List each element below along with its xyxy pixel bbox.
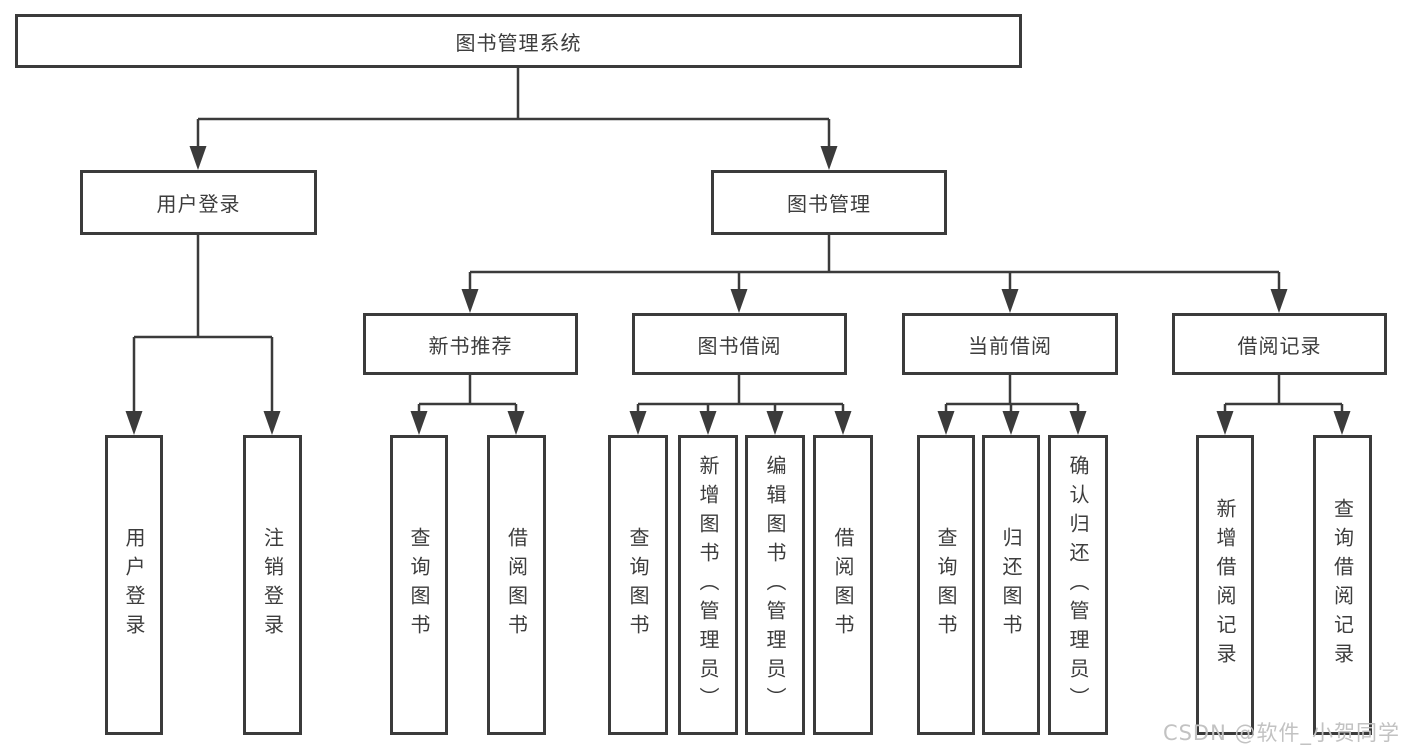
leaf-label: 编辑图书（管理员） [763,454,787,716]
leaf-label: 借阅图书 [831,527,855,643]
leaf-user-login: 用户登录 [105,435,163,735]
node-label: 新书推荐 [428,333,513,358]
leaf-query-books-recommend: 查询图书 [390,435,448,735]
leaf-label: 确认归还（管理员） [1066,454,1090,716]
leaf-query-books-borrow: 查询图书 [608,435,668,735]
leaf-confirm-return-admin: 确认归还（管理员） [1048,435,1108,735]
leaf-add-borrow-record: 新增借阅记录 [1196,435,1254,735]
leaf-label: 新增借阅记录 [1213,498,1237,672]
node-current-borrow: 当前借阅 [902,313,1118,375]
leaf-edit-book-admin: 编辑图书（管理员） [745,435,805,735]
node-borrow-records: 借阅记录 [1172,313,1387,375]
node-book-borrow: 图书借阅 [632,313,847,375]
leaf-label: 查询图书 [626,527,650,643]
node-user-login: 用户登录 [80,170,317,235]
node-book-management: 图书管理 [711,170,947,235]
leaf-label: 注销登录 [260,527,285,643]
leaf-label: 用户登录 [122,527,146,643]
leaf-borrow-books: 借阅图书 [813,435,873,735]
leaf-logout: 注销登录 [243,435,302,735]
node-library-management-system: 图书管理系统 [15,14,1022,68]
leaf-label: 查询图书 [407,527,431,643]
leaf-return-books: 归还图书 [982,435,1040,735]
leaf-label: 新增图书（管理员） [696,454,720,716]
leaf-query-books-current: 查询图书 [917,435,975,735]
node-label: 用户登录 [156,192,241,216]
arrowheads [125,146,1351,435]
node-label: 图书管理 [787,192,871,216]
leaf-borrow-books-recommend: 借阅图书 [487,435,546,735]
node-label: 当前借阅 [968,333,1052,358]
leaf-add-book-admin: 新增图书（管理员） [678,435,738,735]
leaf-label: 归还图书 [999,527,1023,643]
leaf-label: 查询图书 [934,527,958,643]
node-label: 图书管理系统 [455,30,582,55]
leaf-label: 借阅图书 [504,527,529,643]
csdn-watermark: CSDN @软件_小贺同学 [1162,721,1400,745]
node-label: 借阅记录 [1237,333,1322,358]
leaf-label: 查询借阅记录 [1330,498,1355,672]
node-label: 图书借阅 [697,333,782,358]
leaf-query-borrow-record: 查询借阅记录 [1313,435,1372,735]
node-new-book-recommend: 新书推荐 [363,313,578,375]
